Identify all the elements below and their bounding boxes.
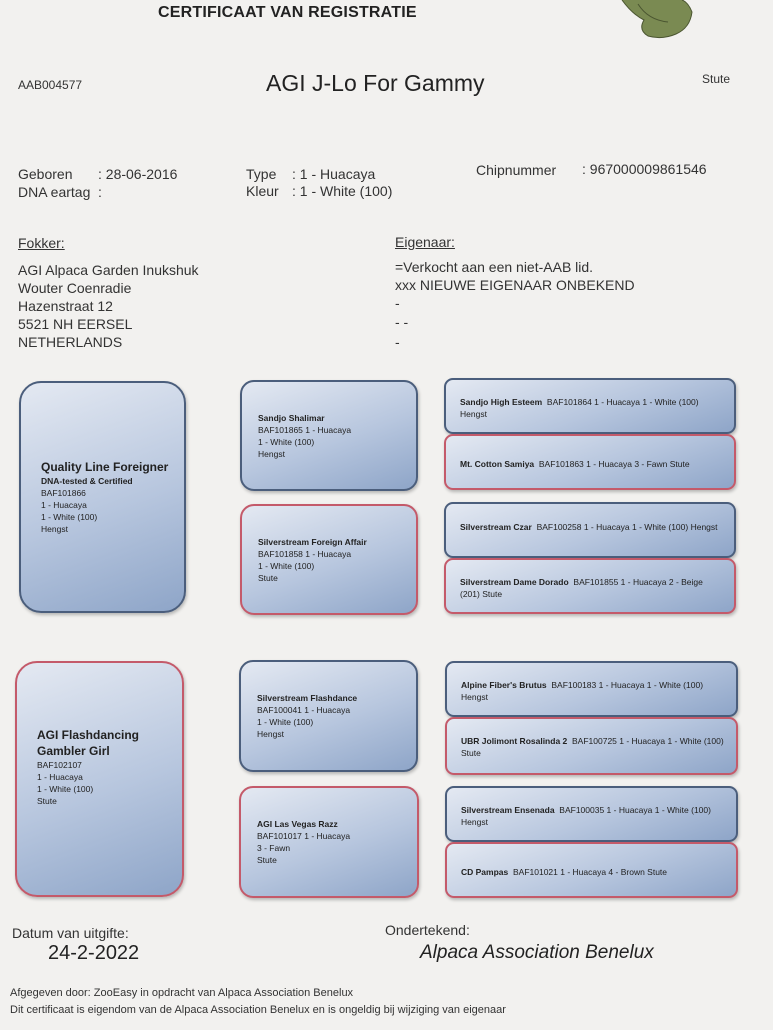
breeder-line: 5521 NH EERSEL [18,316,133,332]
ds-sire-details: BAF100183 1 - Huacaya 1 - White (100) He… [461,680,704,702]
ds-sire-box: Alpine Fiber's Brutus BAF100183 1 - Huac… [445,661,738,717]
animal-name: AGI J-Lo For Gammy [266,70,485,96]
born-label: Geboren [18,166,73,182]
dd-dam-box: CD Pampas BAF101021 1 - Huacaya 4 - Brow… [445,842,738,898]
sire-sex: Hengst [41,524,68,534]
color-value: : 1 - White (100) [292,183,393,199]
sire-id: BAF101866 [41,488,86,498]
sd-sire-name: Silverstream Czar [460,522,532,532]
issue-date: 24-2-2022 [48,942,140,964]
owner-line: - [395,334,400,350]
dam-sire-id: BAF100041 1 - Huacaya [257,705,351,715]
ss-sire-name: Sandjo High Esteem [460,397,543,407]
sire-dam-box: Silverstream Foreign Affair BAF101858 1 … [240,504,418,615]
registration-number: AAB004577 [18,78,83,92]
ds-dam-name: UBR Jolimont Rosalinda 2 [461,736,568,746]
type-value: : 1 - Huacaya [292,166,376,182]
ownership-line: Dit certificaat is eigendom van de Alpac… [10,1004,506,1016]
certificate-title: CERTIFICAAT VAN REGISTRATIE [158,4,417,21]
dd-sire-details: BAF100035 1 - Huacaya 1 - White (100) He… [461,805,711,827]
sd-dam-box: Silverstream Dame Dorado BAF101855 1 - H… [444,558,736,614]
dd-sire-name: Silverstream Ensenada [461,805,555,815]
sire-sire-sex: Hengst [258,449,285,459]
dam-dam-sex: Stute [257,855,277,865]
sire-sire-id: BAF101865 1 - Huacaya [258,425,352,435]
sire-sire-box: Sandjo Shalimar BAF101865 1 - Huacaya 1 … [240,380,418,491]
owner-line: xxx NIEUWE EIGENAAR ONBEKEND [395,277,635,293]
dam-dam-color: 3 - Fawn [257,843,291,853]
sire-type: 1 - Huacaya [41,500,87,510]
dam-box: AGI Flashdancing Gambler Girl BAF102107 … [15,661,184,897]
ds-dam-box: UBR Jolimont Rosalinda 2 BAF100725 1 - H… [445,717,738,775]
sd-dam-details: BAF101855 1 - Huacaya 2 - Beige (201) St… [460,577,703,599]
sire-sire-color: 1 - White (100) [258,437,315,447]
sd-sire-box: Silverstream Czar BAF100258 1 - Huacaya … [444,502,736,558]
breeder-line: Wouter Coenradie [18,280,132,296]
breeder-line: NETHERLANDS [18,334,123,350]
ss-dam-details: BAF101863 1 - Huacaya 3 - Fawn Stute [538,459,690,469]
ss-dam-box: Mt. Cotton Samiya BAF101863 1 - Huacaya … [444,434,736,490]
ds-sire-name: Alpine Fiber's Brutus [461,680,547,690]
sire-dam-color: 1 - White (100) [258,561,315,571]
dam-color: 1 - White (100) [37,784,94,794]
sire-color: 1 - White (100) [41,512,98,522]
signed-label: Ondertekend: [385,922,470,938]
sire-dam-name: Silverstream Foreign Affair [258,537,367,547]
dam-sire-sex: Hengst [257,729,284,739]
born-value: : 28-06-2016 [98,166,178,182]
type-label: Type [246,166,277,182]
sire-name: Quality Line Foreigner [41,460,169,474]
dam-sire-color: 1 - White (100) [257,717,314,727]
animal-sex: Stute [702,72,731,86]
dam-type: 1 - Huacaya [37,772,83,782]
association-logo [621,0,693,39]
dd-dam-name: CD Pampas [461,867,509,877]
dam-dam-box: AGI Las Vegas Razz BAF101017 1 - Huacaya… [239,786,419,898]
dam-sire-box: Silverstream Flashdance BAF100041 1 - Hu… [239,660,418,772]
dd-dam-details: BAF101021 1 - Huacaya 4 - Brown Stute [512,867,668,877]
owner-line: - [395,295,400,311]
sd-sire-details: BAF100258 1 - Huacaya 1 - White (100) He… [536,522,718,532]
dam-dam-id: BAF101017 1 - Huacaya [257,831,351,841]
ss-sire-details: BAF101864 1 - Huacaya 1 - White (100) He… [460,397,699,419]
dd-sire-box: Silverstream Ensenada BAF100035 1 - Huac… [445,786,738,842]
dam-sire-name: Silverstream Flashdance [257,693,358,703]
owner-line: =Verkocht aan een niet-AAB lid. [395,259,594,275]
ss-sire-box: Sandjo High Esteem BAF101864 1 - Huacaya… [444,378,736,434]
chip-value: : 967000009861546 [582,161,707,177]
sd-dam-name: Silverstream Dame Dorado [460,577,569,587]
sire-dam-sex: Stute [258,573,278,583]
dna-value: : [98,184,102,200]
breeder-heading: Fokker: [18,235,65,251]
sire-dam-id: BAF101858 1 - Huacaya [258,549,352,559]
breeder-line: AGI Alpaca Garden Inukshuk [18,262,199,278]
ds-dam-details: BAF100725 1 - Huacaya 1 - White (100) St… [461,736,724,758]
owner-heading: Eigenaar: [395,234,455,250]
sire-box: Quality Line Foreigner DNA-tested & Cert… [19,381,186,613]
ss-dam-name: Mt. Cotton Samiya [460,459,535,469]
chip-label: Chipnummer [476,162,557,178]
signed-by: Alpaca Association Benelux [420,942,654,963]
sire-note: DNA-tested & Certified [41,476,133,486]
owner-line: - - [395,314,409,330]
dam-name: AGI Flashdancing Gambler Girl [37,728,140,758]
dam-sex: Stute [37,796,57,806]
dam-id: BAF102107 [37,760,82,770]
issue-date-label: Datum van uitgifte: [12,925,129,941]
color-label: Kleur [246,183,279,199]
sire-sire-name: Sandjo Shalimar [258,413,325,423]
dam-dam-name: AGI Las Vegas Razz [257,819,338,829]
issued-by-line: Afgegeven door: ZooEasy in opdracht van … [10,987,354,999]
dna-label: DNA eartag [18,184,91,200]
breeder-line: Hazenstraat 12 [18,298,113,314]
